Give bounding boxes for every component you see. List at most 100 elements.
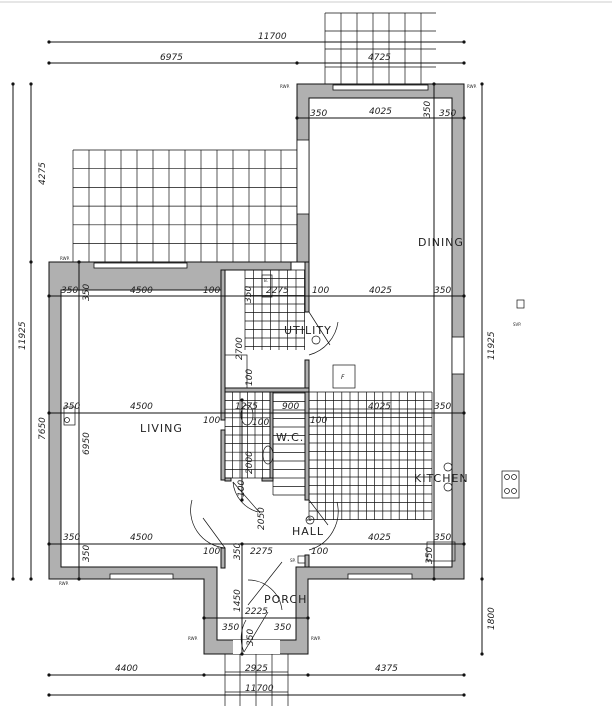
svp-label: SVP. xyxy=(513,322,521,327)
dim-text: 1450 xyxy=(233,589,243,612)
dimension-tick xyxy=(77,260,81,264)
dimension-tick xyxy=(480,82,484,86)
dimension-tick xyxy=(240,398,244,402)
dimension-tick xyxy=(480,652,484,656)
dim-text: 100 xyxy=(311,547,328,557)
dim-text: 350 xyxy=(63,402,80,412)
dim-text: 350 xyxy=(274,623,291,633)
dim-text: 4500 xyxy=(130,402,153,412)
dimension-tick xyxy=(462,294,466,298)
dimension-tick xyxy=(47,61,51,65)
hob-icon xyxy=(501,470,520,499)
room-label-dining: DINING xyxy=(418,236,464,249)
dim-text: 4375 xyxy=(375,664,398,674)
dimension-tick xyxy=(11,577,15,581)
dimension-tick xyxy=(47,693,51,697)
dim-text: 100 xyxy=(203,286,220,296)
dimension-tick xyxy=(432,82,436,86)
dim-text: 1800 xyxy=(487,607,497,630)
dimension-tick xyxy=(306,616,310,620)
dimension-tick xyxy=(480,577,484,581)
room-label-utility: UTILITY xyxy=(284,324,332,337)
dim-text: 1275 xyxy=(235,402,258,412)
toilet-icon xyxy=(240,404,254,426)
dim-text: 350 xyxy=(63,533,80,543)
dim-text: 11925 xyxy=(487,331,497,360)
dim-text: 100 xyxy=(237,480,247,497)
dim-text: 6950 xyxy=(82,432,92,455)
dimension-tick xyxy=(462,693,466,697)
dimension-tick xyxy=(47,542,51,546)
dim-text: 350 xyxy=(423,101,433,118)
external-walls xyxy=(48,83,465,655)
rwp-label: RWP. xyxy=(60,256,70,261)
dim-text: 4275 xyxy=(38,162,48,185)
overall-dimensions: 11700 6975 4725 11925 4275 7650 11925 18… xyxy=(18,32,497,694)
dimension-tick xyxy=(432,577,436,581)
dimension-tick xyxy=(47,294,51,298)
dim-text: 2925 xyxy=(245,664,268,674)
smoke-detector-label: SD xyxy=(306,517,312,522)
rwp-label: RWP. xyxy=(188,636,198,641)
dimension-tick xyxy=(77,577,81,581)
dimension-tick xyxy=(462,411,466,415)
patio-paving xyxy=(72,149,298,262)
dim-text: 350 xyxy=(434,286,451,296)
symbol-labels: RWP. RWP. RWP. RWP. RWP. RWP. SVP. F B. … xyxy=(59,84,521,641)
dim-text: 4025 xyxy=(368,402,391,412)
dimension-tick xyxy=(462,40,466,44)
dimension-tick xyxy=(462,116,466,120)
dim-text: 11925 xyxy=(18,321,28,350)
dimension-lines xyxy=(11,40,484,697)
dimension-tick xyxy=(47,411,51,415)
dim-text: 100 xyxy=(203,547,220,557)
rear-patio-paving xyxy=(324,12,436,84)
dim-text: 350 xyxy=(246,629,256,646)
dim-text: 11700 xyxy=(258,32,287,42)
dimension-tick xyxy=(29,577,33,581)
rwp-label: RWP. xyxy=(280,84,290,89)
dimension-tick xyxy=(29,260,33,264)
dim-text: 2225 xyxy=(245,607,268,617)
dim-text: 4025 xyxy=(369,286,392,296)
room-dimensions: 350 4025 350 350 350 350 4500 100 350 22… xyxy=(61,101,456,646)
dim-text: 350 xyxy=(82,284,92,301)
basin-icon xyxy=(262,445,274,465)
dim-text: 4025 xyxy=(369,107,392,117)
dimension-tick xyxy=(295,61,299,65)
fridge-label: F xyxy=(341,374,345,381)
rwp-label: RWP. xyxy=(59,581,69,586)
dim-text: 4500 xyxy=(130,533,153,543)
dim-text: 2275 xyxy=(266,286,289,296)
staircase xyxy=(272,392,305,496)
room-label-wc: W.C. xyxy=(276,431,304,444)
dim-text: 100 xyxy=(245,369,255,386)
dimension-tick xyxy=(47,673,51,677)
dimension-tick xyxy=(240,542,244,546)
room-label-living: LIVING xyxy=(140,422,183,435)
dim-text: 350 xyxy=(439,109,456,119)
dim-text: 7650 xyxy=(38,417,48,440)
dim-text: 350 xyxy=(434,533,451,543)
dim-text: 100 xyxy=(203,416,220,426)
dim-text: 4025 xyxy=(368,533,391,543)
dimension-tick xyxy=(462,61,466,65)
dimension-tick xyxy=(306,673,310,677)
dim-text: 100 xyxy=(252,418,269,428)
dim-text: 2050 xyxy=(257,507,267,530)
internal-walls xyxy=(220,261,310,569)
dimension-tick xyxy=(202,673,206,677)
dim-text: 4400 xyxy=(115,664,138,674)
dim-text: 350 xyxy=(61,286,78,296)
rwp-label: RWP. xyxy=(467,84,477,89)
room-label-kitchen: KITCHEN xyxy=(414,472,469,485)
rwp-label: RWP. xyxy=(311,636,321,641)
sp-label: SP. xyxy=(290,558,296,563)
dim-text: 2275 xyxy=(250,547,273,557)
sink-icon xyxy=(426,541,456,562)
dimension-tick xyxy=(240,498,244,502)
room-label-porch: PORCH xyxy=(264,593,307,606)
dim-text: 6975 xyxy=(160,53,183,63)
dim-text: 350 xyxy=(82,545,92,562)
